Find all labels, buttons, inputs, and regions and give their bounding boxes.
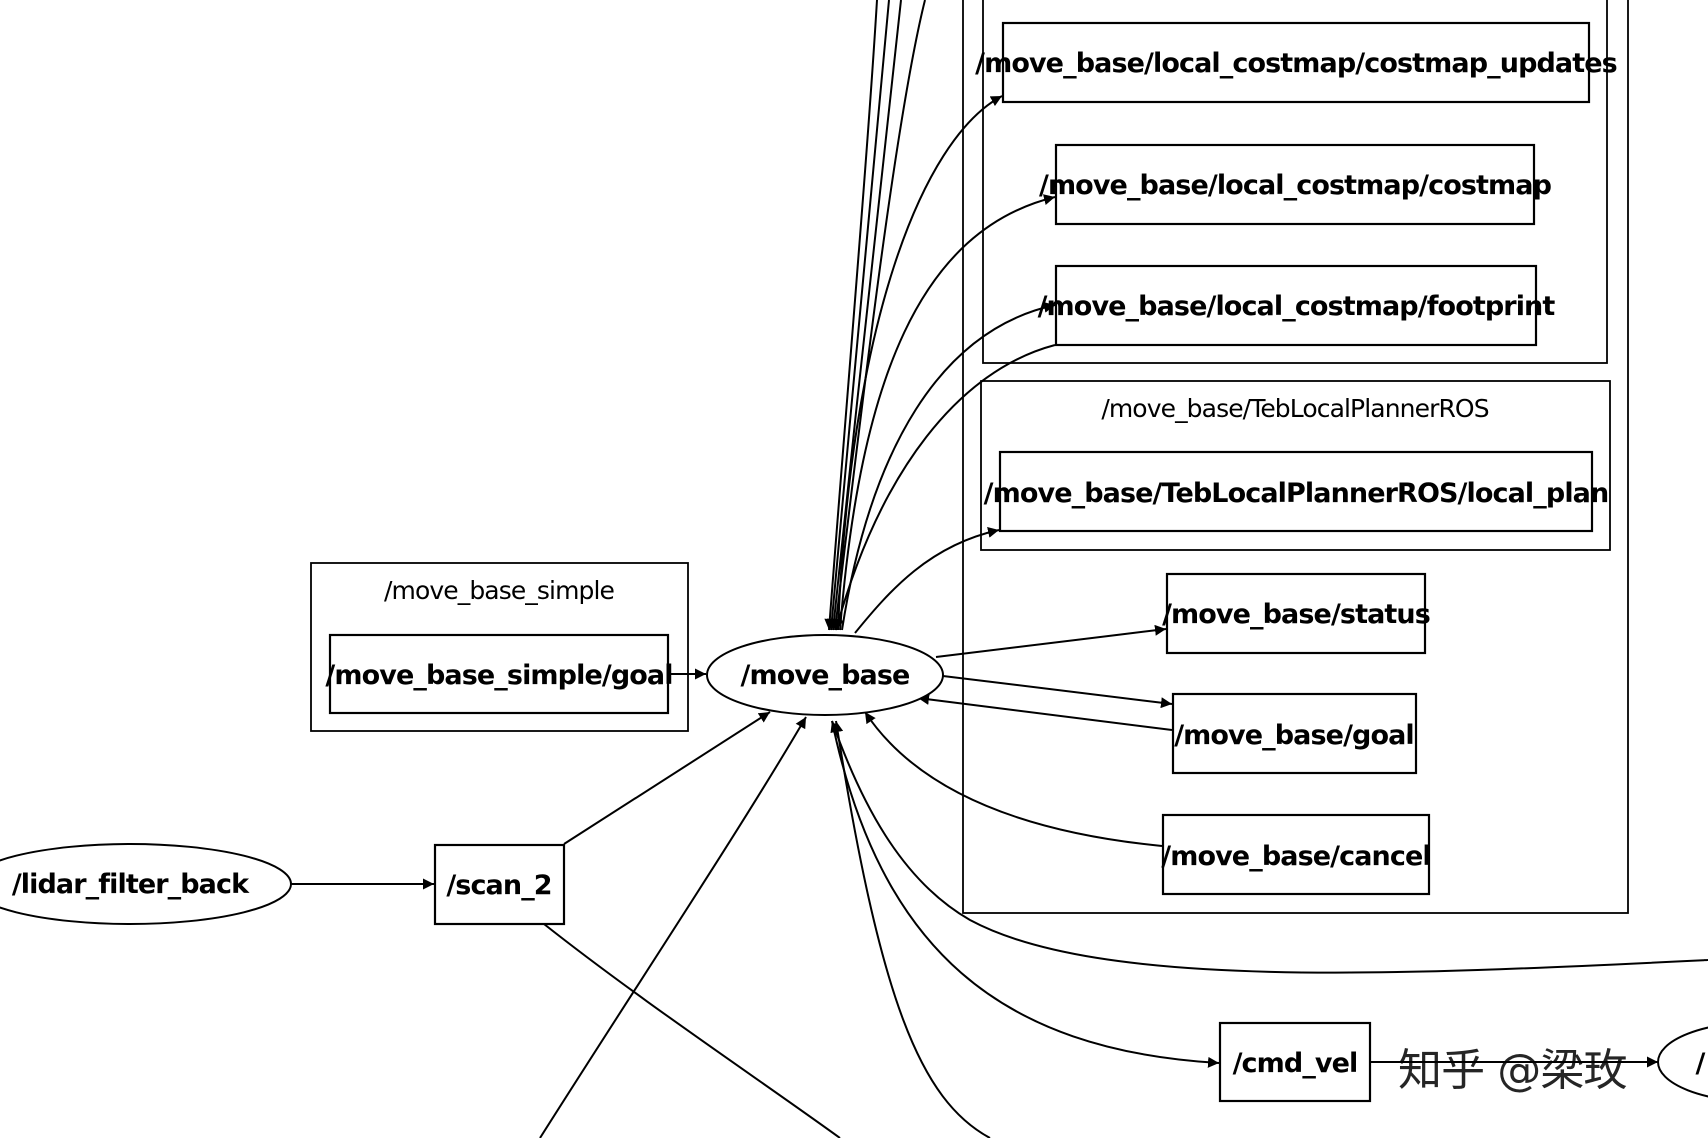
- topic-cmd-vel-label: /cmd_vel: [1233, 1048, 1358, 1079]
- edge-top-in-1: [824, 0, 878, 631]
- edge-scan2-out-down: [543, 923, 841, 1138]
- edge-move-base-to-status: [935, 624, 1167, 658]
- local-costmap-namespace-box: [982, 0, 1608, 364]
- topic-scan-2-label: /scan_2: [446, 870, 551, 901]
- topic-costmap-updates-label: /move_base/local_costmap/costmap_updates: [975, 48, 1617, 79]
- edge-right-in: [830, 720, 1708, 974]
- topic-local-plan[interactable]: /move_base/TebLocalPlannerROS/local_plan: [984, 450, 1609, 533]
- topic-costmap-updates[interactable]: /move_base/local_costmap/costmap_updates: [975, 21, 1618, 104]
- edge-bottom-in-1: [539, 716, 807, 1138]
- topic-goal-label: /move_base/goal: [1174, 720, 1414, 751]
- node-move-base[interactable]: /move_base: [706, 634, 944, 716]
- node-partial-right[interactable]: /: [1657, 1022, 1708, 1102]
- topic-costmap-label: /move_base/local_costmap/costmap: [1039, 170, 1552, 201]
- node-partial-right-label: /: [1696, 1048, 1706, 1079]
- edge-goal-to-move-base: [917, 693, 1173, 731]
- edge-cancel-to-move-base: [864, 711, 1163, 847]
- watermark-text: 知乎 @梁玫: [1398, 1045, 1627, 1096]
- edge-move-base-to-costmap-updates: [837, 95, 1003, 631]
- topic-simple-goal-label: /move_base_simple/goal: [325, 660, 672, 691]
- namespace-clusters: /move_base/TebLocalPlannerROS /move_base…: [310, 0, 1629, 914]
- outer-move-base-namespace-box: [962, 0, 1629, 914]
- topic-nodes: /move_base/local_costmap/costmap_updates…: [325, 21, 1618, 1103]
- topic-cancel-label: /move_base/cancel: [1161, 841, 1430, 872]
- move-base-simple-namespace-box: [310, 562, 689, 732]
- edge-move-base-to-goal: [942, 675, 1173, 709]
- topic-cancel[interactable]: /move_base/cancel: [1161, 813, 1432, 896]
- edge-move-base-to-cmd-vel: [831, 720, 1220, 1068]
- topic-footprint-label: /move_base/local_costmap/footprint: [1038, 291, 1556, 322]
- node-lidar-filter-back-label: /lidar_filter_back: [12, 869, 250, 900]
- teb-local-planner-namespace-label: /move_base/TebLocalPlannerROS: [1101, 394, 1488, 423]
- edge-move-base-to-footprint: [841, 301, 1056, 631]
- node-move-base-label: /move_base: [741, 660, 910, 691]
- topic-simple-goal[interactable]: /move_base_simple/goal: [325, 633, 673, 715]
- edge-top-in-4: [830, 0, 926, 631]
- node-lidar-filter-back[interactable]: /lidar_filter_back: [0, 843, 292, 925]
- edges: [291, 0, 1708, 1138]
- edge-top-in-2: [826, 0, 890, 631]
- topic-goal[interactable]: /move_base/goal: [1171, 692, 1418, 775]
- edge-scan2-to-move-base: [563, 711, 771, 845]
- move-base-simple-namespace-label: /move_base_simple: [384, 576, 615, 605]
- edge-bottom-in-2: [832, 720, 991, 1138]
- topic-cmd-vel[interactable]: /cmd_vel: [1218, 1021, 1372, 1103]
- topic-scan-2[interactable]: /scan_2: [433, 843, 566, 926]
- edge-move-base-to-local-plan: [854, 526, 1000, 634]
- teb-local-planner-namespace-box: [980, 380, 1611, 551]
- topic-costmap[interactable]: /move_base/local_costmap/costmap: [1039, 143, 1552, 226]
- edge-footprint-to-move-base: [833, 344, 1056, 631]
- topic-footprint[interactable]: /move_base/local_costmap/footprint: [1038, 264, 1556, 347]
- topic-status[interactable]: /move_base/status: [1162, 572, 1431, 655]
- topic-local-plan-label: /move_base/TebLocalPlannerROS/local_plan: [984, 478, 1609, 509]
- topic-status-label: /move_base/status: [1162, 599, 1430, 630]
- edge-move-base-to-costmap: [839, 194, 1056, 631]
- ros-nodes: /move_base /lidar_filter_back /: [0, 634, 1708, 1102]
